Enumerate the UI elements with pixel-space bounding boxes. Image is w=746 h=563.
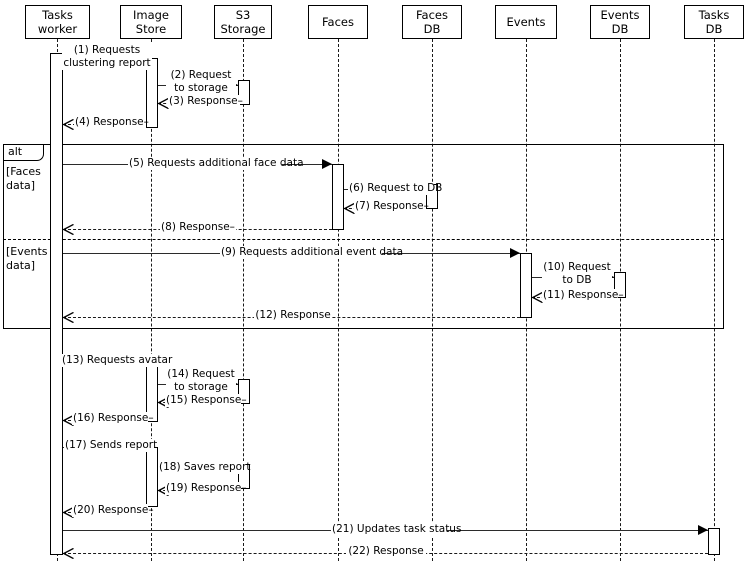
message-arrowhead-20 xyxy=(63,506,74,518)
alt-guard-line: [Events xyxy=(6,245,48,258)
message-label-22: (22) Response xyxy=(346,545,426,559)
alt-guard-line: [Faces xyxy=(6,165,41,178)
lifeline-tasks-db xyxy=(714,39,715,561)
message-label-6: (6) Request to DB xyxy=(348,182,443,196)
message-arrowhead-5 xyxy=(322,159,332,169)
participant-label-line: Events xyxy=(506,14,546,29)
lifeline-faces-db xyxy=(432,39,433,561)
message-label-18: (18) Saves report xyxy=(158,461,251,475)
alt-guard-line: data] xyxy=(6,258,36,272)
lifeline-faces xyxy=(338,39,339,561)
message-arrowhead-22 xyxy=(63,547,74,559)
message-arrowhead-16 xyxy=(63,414,74,426)
message-label-11: (11) Response– xyxy=(542,289,624,303)
message-arrowhead-12 xyxy=(63,311,74,323)
message-arrowhead-8 xyxy=(63,223,74,235)
act-tasks-db-1[interactable] xyxy=(708,528,720,555)
participant-label-line: Faces xyxy=(416,7,448,22)
message-label-20: (20) Response– xyxy=(72,504,154,518)
message-label-line: to storage xyxy=(174,381,228,394)
participant-label-line: Storage xyxy=(220,22,266,36)
act-faces-1[interactable] xyxy=(332,164,344,230)
message-arrowhead-21 xyxy=(698,525,708,535)
act-tasks-worker-main[interactable] xyxy=(50,53,63,555)
message-arrowhead-3 xyxy=(158,97,169,109)
act-s3-1[interactable] xyxy=(238,80,250,105)
participant-label-line: Tasks xyxy=(42,7,73,22)
participant-label-line: worker xyxy=(37,22,78,36)
message-label-5: (5) Requests additional face data xyxy=(128,157,304,171)
alt-fragment-operator-label: alt xyxy=(4,145,44,161)
message-label-3: (3) Response– xyxy=(168,95,243,109)
message-label-19: (19) Response– xyxy=(165,482,247,496)
message-label-line: (2) Request xyxy=(170,69,232,81)
alt-guard-line: data] xyxy=(6,178,36,192)
message-label-line: (10) Request xyxy=(543,261,611,273)
participant-label-line: DB xyxy=(705,22,723,36)
message-label-13: (13) Requests avatar xyxy=(61,354,173,368)
act-image-store-1[interactable] xyxy=(146,58,158,128)
participant-label: Faces xyxy=(322,15,354,29)
participant-label: Events xyxy=(507,15,546,29)
message-label-line: to storage xyxy=(174,82,228,95)
participant-label-line: DB xyxy=(423,22,441,36)
participant-faces[interactable]: Faces xyxy=(308,5,368,39)
lifeline-image-store xyxy=(151,39,152,561)
message-label-line: to DB xyxy=(562,274,592,287)
message-arrowhead-7 xyxy=(344,202,355,214)
participant-label-line: DB xyxy=(611,22,629,36)
participant-label-line: Events xyxy=(600,7,640,22)
participant-label-line: Store xyxy=(135,22,167,36)
message-label-4: (4) Response– xyxy=(74,116,149,130)
message-label-9: (9) Requests additional event data xyxy=(220,246,404,260)
message-label-12: (12) Response xyxy=(254,309,332,323)
message-label-15: (15) Response– xyxy=(165,394,247,408)
message-label-8: (8) Response– xyxy=(160,221,236,235)
participant-label-line: Tasks xyxy=(698,7,730,22)
message-label-line: clustering report xyxy=(63,57,151,70)
act-events-1[interactable] xyxy=(520,253,532,318)
act-image-store-3[interactable] xyxy=(146,447,158,507)
lifeline-s3-storage xyxy=(243,39,244,561)
alt-fragment-box xyxy=(3,144,724,329)
message-label-line: (1) Requests xyxy=(73,44,141,56)
message-label-7: (7) Response– xyxy=(354,200,429,214)
participant-events[interactable]: Events xyxy=(495,5,557,39)
message-label-16: (16) Response– xyxy=(72,412,154,426)
message-arrowhead-9 xyxy=(510,248,520,258)
participant-label-line: Faces xyxy=(322,14,354,29)
participant-label-line: Image xyxy=(132,7,170,22)
act-s3-2[interactable] xyxy=(238,379,250,404)
participant-label-line: S3 xyxy=(235,7,251,22)
message-label-21: (21) Updates task status xyxy=(331,523,462,537)
lifeline-events-db xyxy=(620,39,621,561)
alt-fragment-divider xyxy=(3,239,724,240)
message-arrowhead-4 xyxy=(63,118,74,130)
message-label-line: (14) Request xyxy=(167,368,235,380)
message-arrowhead-11 xyxy=(532,291,543,303)
message-label-17: (17) Sends report xyxy=(64,439,158,453)
